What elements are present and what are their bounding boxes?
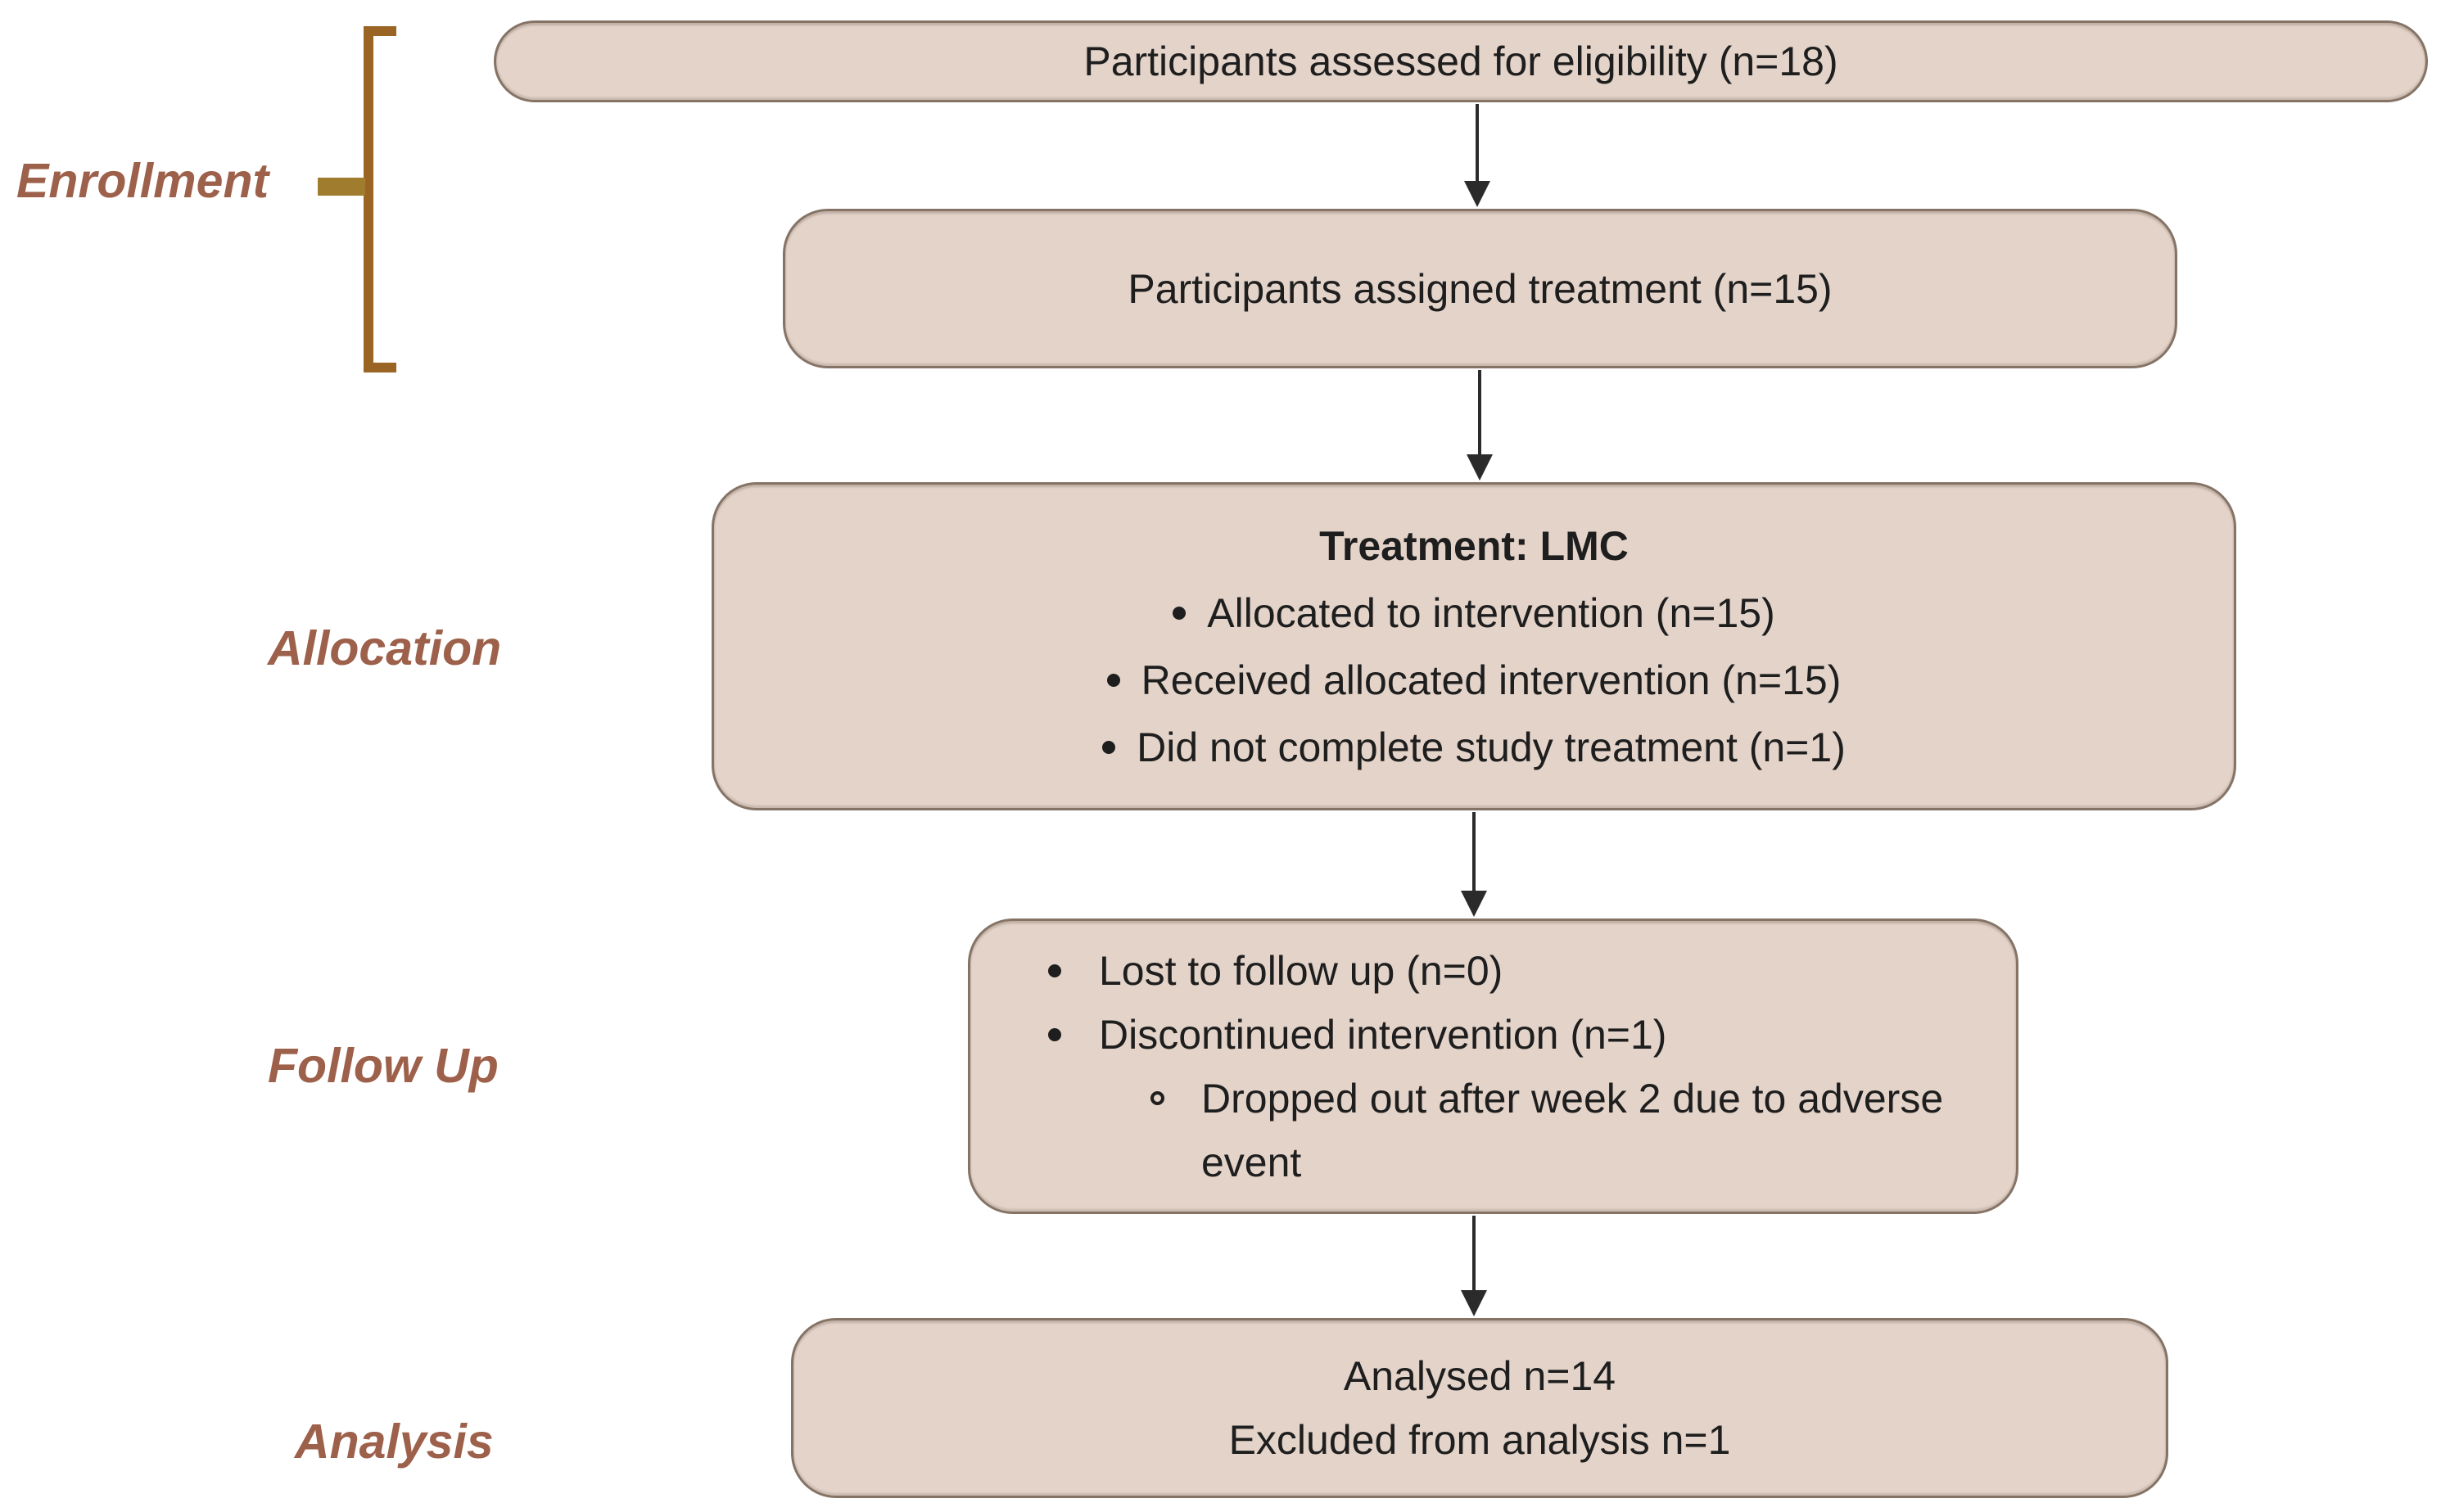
arrow-allocation-to-followup: [1461, 812, 1487, 917]
allocation-bullet-2-text: Received allocated intervention (n=15): [1141, 657, 1842, 703]
followup-bullet-1-text: Lost to follow up (n=0): [1099, 947, 1503, 994]
arrow-shaft: [1478, 370, 1481, 454]
open-circle-bullet-icon: [1150, 1091, 1164, 1105]
eligibility-text: Participants assessed for eligibility (n…: [1083, 38, 1838, 84]
allocation-box: Treatment: LMC Allocated to intervention…: [712, 482, 2236, 810]
bullet-marker: [1048, 1003, 1099, 1067]
follow-up-box: Lost to follow up (n=0) Discontinued int…: [968, 918, 2018, 1214]
stage-label-follow-up: Follow Up: [268, 1039, 499, 1093]
followup-bullet-2-text: Discontinued intervention (n=1): [1099, 1011, 1667, 1058]
arrow-head-icon: [1461, 1290, 1487, 1316]
followup-bullet-1: Lost to follow up (n=0): [1048, 939, 1991, 1003]
enrollment-bracket-line: [364, 26, 373, 372]
allocation-bullet-3: Did not complete study treatment (n=1): [1102, 714, 1846, 781]
sub-bullet-marker: [1150, 1067, 1201, 1131]
eligibility-box: Participants assessed for eligibility (n…: [494, 20, 2428, 102]
arrow-followup-to-analysis: [1461, 1216, 1487, 1316]
assigned-treatment-box: Participants assigned treatment (n=15): [783, 209, 2177, 368]
assigned-treatment-text: Participants assigned treatment (n=15): [1128, 265, 1833, 312]
bullet-icon: [1106, 673, 1120, 687]
arrow-head-icon: [1467, 454, 1493, 481]
bullet-icon: [1173, 606, 1187, 620]
arrow-shaft: [1472, 1216, 1476, 1290]
bullet-icon: [1048, 1027, 1061, 1041]
arrow-shaft: [1476, 104, 1479, 181]
bullet-marker: [1048, 939, 1099, 1003]
followup-sub-bullet-1-text: Dropped out after week 2 due to adverse …: [1201, 1075, 1944, 1185]
bullet-icon: [1102, 740, 1116, 754]
analysis-box: Analysed n=14 Excluded from analysis n=1: [791, 1318, 2168, 1498]
arrow-eligibility-to-assigned: [1464, 104, 1490, 207]
analysis-line-1: Analysed n=14: [1343, 1353, 1616, 1399]
arrow-assigned-to-allocation: [1467, 370, 1493, 481]
allocation-bullet-1: Allocated to intervention (n=15): [1173, 580, 1775, 647]
enrollment-bracket-tick: [318, 178, 365, 196]
arrow-head-icon: [1461, 891, 1487, 917]
analysis-line-2: Excluded from analysis n=1: [1228, 1417, 1731, 1463]
arrow-head-icon: [1464, 181, 1490, 207]
enrollment-bracket-top-arm: [364, 26, 396, 36]
stage-label-enrollment: Enrollment: [16, 154, 269, 208]
treatment-title: Treatment: LMC: [1319, 522, 1629, 569]
followup-sub-bullet-1: Dropped out after week 2 due to adverse …: [1150, 1067, 1991, 1194]
enrollment-bracket-bottom-arm: [364, 363, 396, 372]
stage-label-analysis: Analysis: [295, 1415, 494, 1469]
allocation-bullet-1-text: Allocated to intervention (n=15): [1207, 589, 1775, 636]
stage-label-allocation: Allocation: [268, 621, 502, 675]
arrow-shaft: [1472, 812, 1476, 891]
bullet-icon: [1048, 964, 1061, 977]
allocation-bullet-2: Received allocated intervention (n=15): [1106, 647, 1842, 714]
followup-bullet-2: Discontinued intervention (n=1): [1048, 1003, 1991, 1067]
allocation-bullet-3-text: Did not complete study treatment (n=1): [1137, 724, 1846, 770]
